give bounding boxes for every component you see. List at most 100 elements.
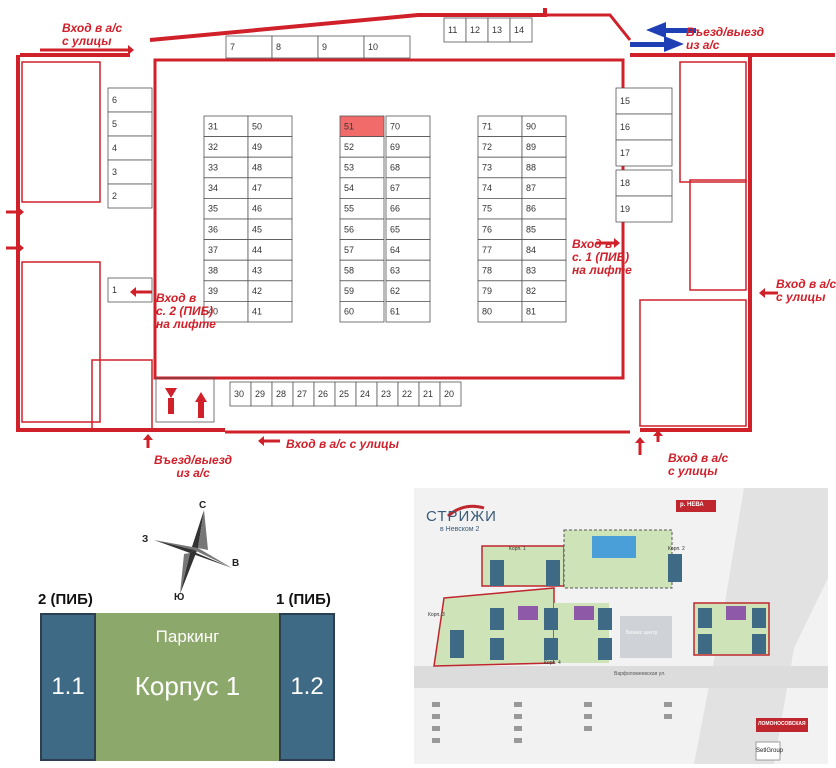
site-brand: СТРИЖИ: [426, 508, 497, 525]
wall-top-right: [545, 13, 632, 41]
parking-spot: [521, 300, 567, 323]
metro-label: ЛОМОНОСОВСКАЯ: [758, 721, 806, 727]
parking-spot: [339, 300, 385, 323]
spot-number: 40: [208, 307, 218, 317]
wing-1-1: 1.1: [40, 613, 96, 761]
building-schematic: Паркинг Корпус 1 1.1 1.2: [40, 613, 335, 761]
spot-number: 75: [482, 204, 492, 214]
spot-number: 6: [112, 95, 117, 105]
korp1-label: Корп. 1: [509, 546, 526, 552]
spot-number: 14: [514, 25, 524, 35]
arrow-up-icon: [195, 392, 207, 402]
business-center-label: Бизнес центр: [626, 630, 658, 636]
spot-number: 52: [344, 142, 354, 152]
parking-spot: [107, 159, 153, 185]
korp2-label: Корп. 2: [668, 546, 685, 552]
spot-number: 16: [620, 122, 630, 132]
spot-number: 73: [482, 163, 492, 173]
compass-south: Ю: [174, 592, 185, 603]
compass-east: В: [232, 558, 240, 569]
wing-1-2: 1.2: [279, 613, 335, 761]
spot-number: 7: [230, 42, 235, 52]
spot-number: 35: [208, 204, 218, 214]
entry-arrow-right-head: [759, 288, 765, 298]
spot-number: 20: [444, 389, 454, 399]
spot-number: 23: [381, 389, 391, 399]
right-rooms-mid: [689, 179, 747, 291]
entry-arrow-shaft: [630, 42, 666, 47]
parking-spot: [385, 300, 431, 323]
spot-number: 21: [423, 389, 433, 399]
spot-number: 59: [344, 286, 354, 296]
spot-number: 8: [276, 42, 281, 52]
left-rooms-upper: [21, 61, 101, 203]
spot-number: 54: [344, 183, 354, 193]
entry-arrow-bottom-right-2-head: [653, 430, 663, 436]
section1-lift-label: Вход в с. 1 (ПИБ) на лифте: [572, 237, 632, 277]
pib-1-label: 1 (ПИБ): [276, 591, 331, 608]
entry-arrow-bottom-head: [258, 436, 264, 446]
spot-number: 29: [255, 389, 265, 399]
parking-block: Паркинг Корпус 1: [90, 613, 285, 761]
left-rooms-lower: [21, 261, 101, 423]
spot-number: 60: [344, 307, 354, 317]
parking-spot: [439, 381, 462, 407]
spot-number: 56: [344, 224, 354, 234]
street-label: Варфоломеевская ул.: [614, 671, 666, 677]
spot-number: 44: [252, 245, 262, 255]
spot-number: 10: [368, 42, 378, 52]
spot-number: 70: [390, 121, 400, 131]
spot-number: 65: [390, 224, 400, 234]
spot-number: 2: [112, 191, 117, 201]
spot-number: 26: [318, 389, 328, 399]
wall-left: [16, 55, 225, 432]
spot-number: 66: [390, 204, 400, 214]
entry-arrow-icon: [664, 36, 684, 52]
spot-number: 61: [390, 307, 400, 317]
parking-spot: [107, 111, 153, 137]
spot-number: 84: [526, 245, 536, 255]
spot-number: 42: [252, 286, 262, 296]
spot-number: 83: [526, 266, 536, 276]
spot-number: 13: [492, 25, 502, 35]
spot-number: 80: [482, 307, 492, 317]
spot-number: 33: [208, 163, 218, 173]
korp3-label: Корп. 3: [428, 612, 445, 618]
entry-arrow-top-left-head: [128, 45, 134, 55]
developer-logo: SetlGroup: [756, 748, 784, 754]
parking-spot: [615, 195, 673, 223]
spot-number: 76: [482, 224, 492, 234]
ramp-area: [155, 377, 215, 423]
spot-number: 90: [526, 121, 536, 131]
spot-number: 67: [390, 183, 400, 193]
section2-lift-label: Вход в с. 2 (ПИБ) на лифте: [156, 291, 216, 331]
spot-number: 1: [112, 285, 117, 295]
spot-number: 39: [208, 286, 218, 296]
parking-spot: [615, 139, 673, 167]
spot-number: 81: [526, 307, 536, 317]
compass-north: С: [199, 500, 207, 511]
parking-spot: [247, 300, 293, 323]
parking-spot: [615, 87, 673, 115]
spot-number: 18: [620, 178, 630, 188]
spot-number: 43: [252, 266, 262, 276]
spot-number: 15: [620, 96, 630, 106]
korp4-label: Корп. 4: [544, 660, 561, 666]
lift-arrow-section2-head: [130, 287, 136, 297]
lift-arrow-section1-head: [614, 238, 620, 248]
pib-2-label: 2 (ПИБ): [38, 591, 93, 608]
spot-number: 32: [208, 142, 218, 152]
spot-number: 82: [526, 286, 536, 296]
spot-number: 72: [482, 142, 492, 152]
korpus-label: Корпус 1: [134, 671, 241, 701]
spot-number: 64: [390, 245, 400, 255]
entry-arrow-bottom-right-head: [635, 437, 645, 443]
entry-label-top-left: Вход в а/с с улицы: [62, 21, 123, 48]
spot-number: 74: [482, 183, 492, 193]
spot-number: 19: [620, 204, 630, 214]
arrow-down-icon: [165, 388, 177, 398]
parking-spot: [107, 135, 153, 161]
spot-number: 87: [526, 183, 536, 193]
spot-number: 62: [390, 286, 400, 296]
